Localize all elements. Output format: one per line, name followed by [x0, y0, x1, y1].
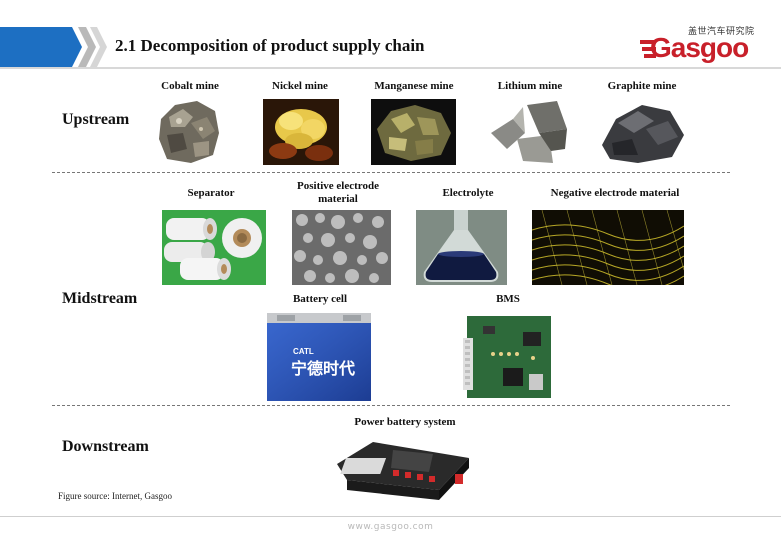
title-banner-arrow-icon	[0, 27, 107, 67]
positive-electrode-image	[292, 210, 391, 285]
stage-downstream: Downstream	[62, 438, 149, 455]
bms-image	[463, 314, 554, 400]
electrolyte-image	[416, 210, 507, 285]
battery-cell-brand-cn: 宁德时代	[291, 359, 356, 378]
manganese-mine-image	[371, 99, 456, 165]
cobalt-mine-image	[157, 99, 222, 165]
stage-midstream: Midstream	[62, 290, 138, 307]
label-lithium-mine: Lithium mine	[497, 80, 563, 92]
header-divider	[0, 67, 781, 69]
label-battery-cell: Battery cell	[292, 293, 348, 305]
negative-electrode-image	[532, 210, 684, 285]
label-negative-electrode: Negative electrode material	[550, 187, 680, 199]
battery-cell-image: CATL 宁德时代	[267, 313, 371, 401]
label-graphite-mine: Graphite mine	[607, 80, 677, 92]
label-nickel-mine: Nickel mine	[272, 80, 328, 92]
logo-chinese-text: 盖世汽车研究院	[688, 27, 755, 37]
section-divider-upper	[52, 172, 730, 173]
section-divider-lower	[52, 405, 730, 406]
label-manganese-mine: Manganese mine	[374, 80, 454, 92]
footer-url: www.gasgoo.com	[347, 522, 434, 532]
label-cobalt-mine: Cobalt mine	[161, 80, 219, 92]
graphite-mine-image	[598, 99, 686, 165]
logo-wordmark: Gasgoo	[650, 32, 749, 63]
lithium-mine-image	[487, 99, 572, 165]
separator-image	[162, 210, 266, 285]
label-electrolyte: Electrolyte	[442, 187, 494, 199]
label-power-battery-system: Power battery system	[354, 416, 456, 428]
logo-stripes-icon	[640, 40, 656, 58]
footer-divider	[0, 516, 781, 517]
power-battery-system-image	[333, 428, 471, 504]
stage-upstream: Upstream	[62, 111, 130, 128]
nickel-mine-image	[263, 99, 339, 165]
gasgoo-logo: 盖世汽车研究院 Gasgoo	[640, 24, 770, 66]
label-positive-electrode: Positive electrode material	[297, 180, 379, 205]
label-bms: BMS	[496, 293, 520, 305]
page-title: 2.1 Decomposition of product supply chai…	[115, 36, 425, 55]
battery-cell-brand-en: CATL	[293, 347, 314, 356]
label-separator: Separator	[187, 187, 235, 199]
figure-source-note: Figure source: Internet, Gasgoo	[58, 491, 172, 501]
